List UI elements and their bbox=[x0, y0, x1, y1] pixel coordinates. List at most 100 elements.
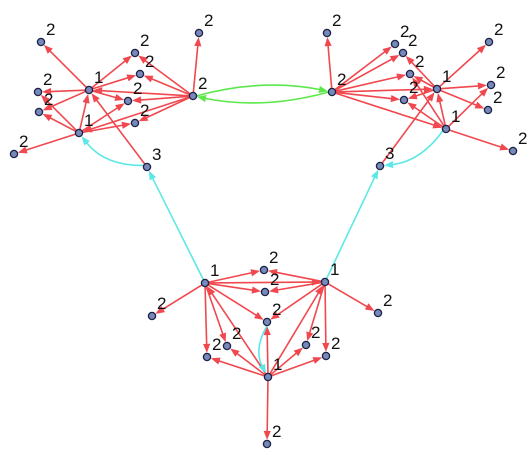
edge-n10-n12 bbox=[25, 133, 76, 152]
node-label-n28: 1 bbox=[210, 261, 219, 280]
graph-node-n13[interactable] bbox=[142, 162, 152, 172]
edge-n38-n29 bbox=[269, 291, 320, 375]
graph-node-n29[interactable] bbox=[320, 277, 330, 287]
edge-n38-n33-arrow bbox=[263, 326, 271, 336]
edge-n18-n24-arrow bbox=[432, 121, 443, 129]
graph-node-n35[interactable] bbox=[202, 352, 212, 362]
graph-node-n19[interactable] bbox=[405, 69, 415, 79]
edge-n10-n7-arrow bbox=[42, 113, 53, 122]
graph-node-n6[interactable] bbox=[33, 87, 43, 97]
graph-node-n23[interactable] bbox=[483, 105, 493, 115]
node-label-n15: 2 bbox=[400, 22, 409, 41]
graph-node-n22[interactable] bbox=[399, 95, 409, 105]
edge-n24-n20-arrow bbox=[436, 93, 444, 103]
graph-node-n4[interactable] bbox=[84, 85, 94, 95]
graph-node-n24[interactable] bbox=[441, 124, 451, 134]
edge-n24-n20 bbox=[438, 100, 446, 126]
graph-node-n11[interactable] bbox=[130, 118, 140, 128]
graph-node-n14[interactable] bbox=[322, 28, 332, 38]
graph-node-n8[interactable] bbox=[188, 91, 198, 101]
edge-n10-n9-arrow bbox=[115, 103, 125, 112]
edge-n28-n35 bbox=[204, 286, 208, 345]
edge-n38-n28-arrow bbox=[207, 286, 216, 296]
edge-n26-n20 bbox=[381, 98, 431, 164]
graph-node-n33[interactable] bbox=[262, 317, 272, 327]
edge-n24-n21 bbox=[448, 92, 483, 128]
edge-n24-n25-arrow bbox=[499, 143, 510, 151]
node-label-n20: 1 bbox=[442, 67, 451, 86]
edge-n24-n22 bbox=[413, 106, 444, 128]
graph-node-n28[interactable] bbox=[200, 278, 210, 288]
edge-n29-n33 bbox=[276, 283, 323, 316]
node-label-n30: 2 bbox=[270, 270, 279, 289]
graph-node-n27[interactable] bbox=[259, 265, 269, 275]
edge-n29-n26 bbox=[325, 176, 376, 280]
edge-n20-n22 bbox=[415, 89, 434, 97]
edge-n28-n31 bbox=[161, 284, 203, 311]
edge-n29-n26-arrow bbox=[371, 169, 379, 180]
edge-n8-n2-arrow bbox=[138, 55, 148, 64]
graph-node-n1[interactable] bbox=[36, 37, 46, 47]
edge-n24-n26-arrow bbox=[384, 160, 394, 169]
graph-node-n31[interactable] bbox=[147, 311, 157, 321]
edge-n18-n20-arrow bbox=[423, 85, 433, 93]
edge-n10-n7 bbox=[49, 116, 77, 133]
edge-n20-n23-arrow bbox=[474, 101, 485, 109]
edge-n8-n9 bbox=[140, 95, 190, 101]
edge-n24-n22-arrow bbox=[407, 102, 417, 111]
edge-n8-n11-arrow bbox=[138, 114, 149, 122]
edge-n29-n30 bbox=[276, 281, 322, 291]
graph-node-n39[interactable] bbox=[262, 439, 272, 449]
node-label-n18: 2 bbox=[337, 70, 346, 89]
graph-node-n2[interactable] bbox=[130, 48, 140, 58]
graph-node-n25[interactable] bbox=[508, 146, 518, 156]
graph-node-n5[interactable] bbox=[135, 69, 145, 79]
edge-n10-n9 bbox=[81, 106, 119, 132]
graph-node-n15[interactable] bbox=[390, 39, 400, 49]
edge-n29-n27-arrow bbox=[268, 268, 278, 277]
graph-node-n20[interactable] bbox=[432, 84, 442, 94]
graph-node-n37[interactable] bbox=[321, 351, 331, 361]
edge-n18-n20 bbox=[335, 88, 425, 93]
edge-n8-n3-arrow bbox=[194, 37, 202, 47]
graph-node-n12[interactable] bbox=[9, 149, 19, 159]
graph-node-n36[interactable] bbox=[301, 340, 311, 350]
edge-n38-n36 bbox=[270, 352, 298, 376]
edge-n24-n19-arrow bbox=[412, 77, 421, 87]
graph-node-n30[interactable] bbox=[260, 287, 270, 297]
edge-n33-n38 bbox=[258, 325, 268, 367]
edge-n38-n34-arrow bbox=[230, 348, 240, 357]
graph-node-n26[interactable] bbox=[375, 161, 385, 171]
node-label-n5: 2 bbox=[145, 52, 154, 71]
graph-node-n18[interactable] bbox=[327, 87, 337, 97]
edge-n24-n21-arrow bbox=[479, 87, 489, 97]
edge-n38-n29-arrow bbox=[315, 285, 323, 296]
edge-n10-n12-arrow bbox=[17, 146, 28, 154]
graph-node-n9[interactable] bbox=[123, 96, 133, 106]
edge-n18-n8 bbox=[204, 91, 329, 104]
edge-n18-n19-arrow bbox=[396, 73, 407, 81]
graph-node-n21[interactable] bbox=[486, 80, 496, 90]
graph-node-n7[interactable] bbox=[34, 107, 44, 117]
edge-n4-n9-arrow bbox=[114, 93, 125, 101]
node-label-n24: 1 bbox=[451, 107, 460, 126]
edge-n29-n32 bbox=[327, 283, 368, 308]
node-label-n26: 3 bbox=[385, 144, 394, 163]
graph-node-n38[interactable] bbox=[263, 372, 273, 382]
node-label-n33: 2 bbox=[272, 300, 281, 319]
node-label-n17: 2 bbox=[408, 31, 417, 50]
graph-node-n32[interactable] bbox=[373, 308, 383, 318]
edge-n10-n6-arrow bbox=[40, 94, 50, 104]
node-label-n32: 2 bbox=[383, 291, 392, 310]
edge-n28-n31-arrow bbox=[155, 306, 166, 314]
graph-node-n16[interactable] bbox=[484, 37, 494, 47]
node-label-n12: 2 bbox=[19, 132, 28, 151]
graph-node-n10[interactable] bbox=[74, 128, 84, 138]
graph-node-n17[interactable] bbox=[398, 48, 408, 58]
edge-n20-n17-arrow bbox=[405, 55, 415, 65]
graph-node-n34[interactable] bbox=[222, 341, 232, 351]
edge-n4-n6 bbox=[50, 89, 86, 93]
graph-node-n3[interactable] bbox=[194, 28, 204, 38]
nodes-layer bbox=[9, 28, 518, 449]
